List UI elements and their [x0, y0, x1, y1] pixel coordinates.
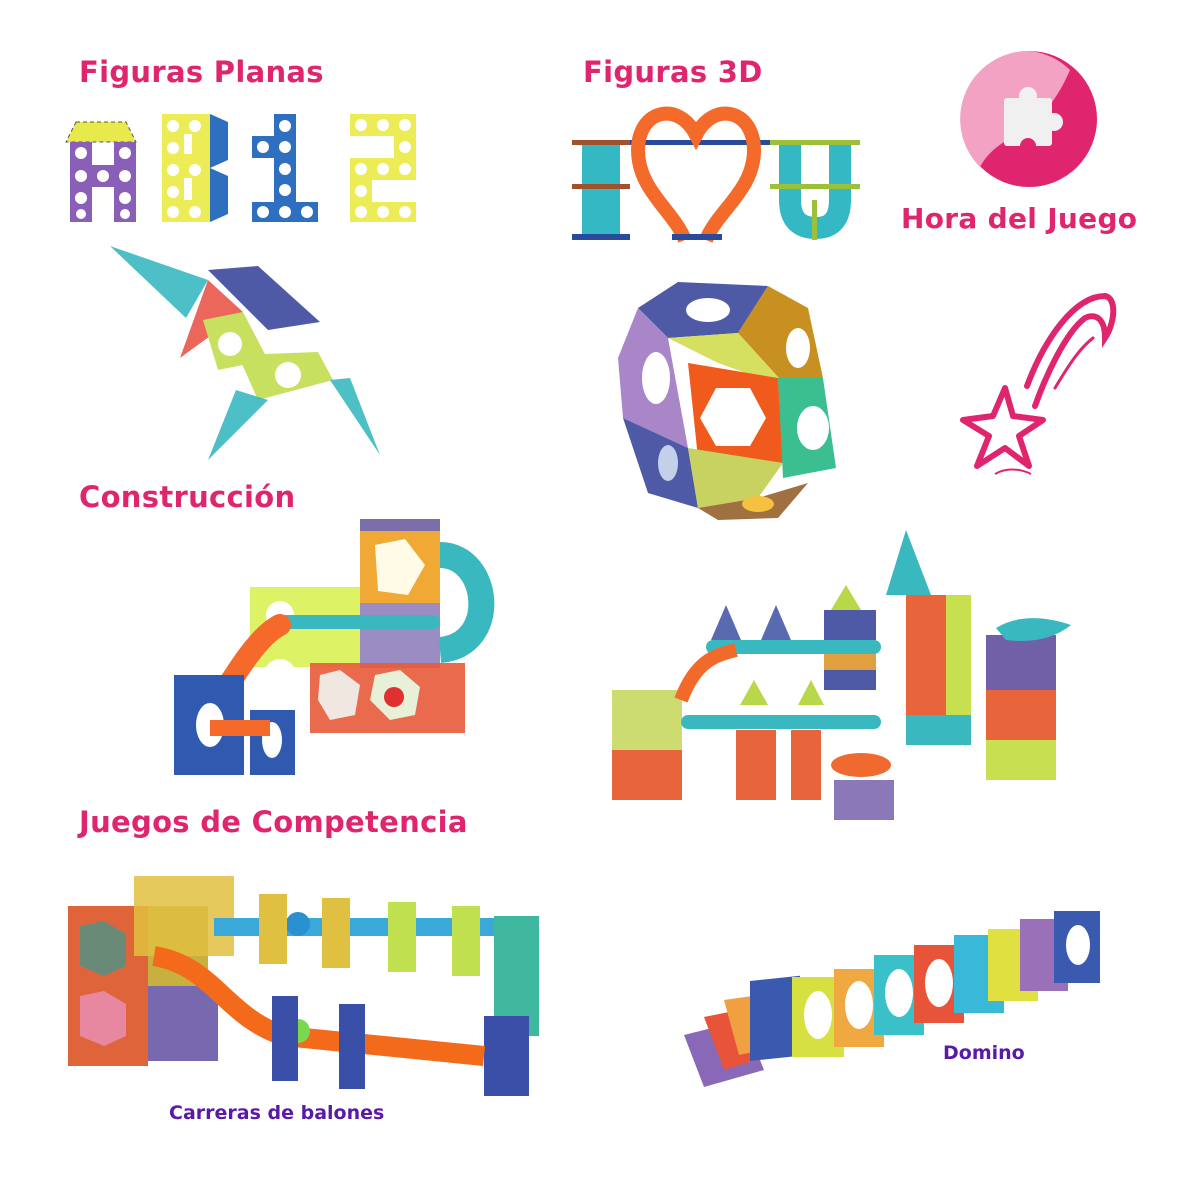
unicorn-figure-image: [108, 240, 388, 465]
number-two-icon: [350, 114, 416, 222]
figures-3d-heading: Figuras 3D: [583, 55, 763, 89]
competition-heading: Juegos de Competencia: [79, 805, 468, 839]
ab12-letters-image: [65, 110, 428, 225]
shooting-star-icon: [955, 288, 1120, 478]
marble-run-tower-image: [170, 515, 500, 780]
ball-race-track-image: [64, 866, 549, 1096]
domino-caption: Domino: [943, 1042, 1025, 1064]
letter-a-icon: [65, 121, 137, 222]
number-one-icon: [252, 114, 318, 222]
domino-tiles-image: [664, 905, 1109, 1090]
hora-del-juego-title: Hora del Juego: [901, 202, 1138, 235]
construction-heading: Construcción: [79, 480, 296, 514]
i-love-u-image: [568, 100, 863, 245]
ball-race-caption: Carreras de balones: [169, 1102, 385, 1124]
hora-del-juego-badge-icon: [960, 50, 1098, 188]
sphere-figure-image: [608, 268, 838, 523]
flat-figures-heading: Figuras Planas: [79, 55, 324, 89]
letter-b-icon: [162, 114, 228, 222]
marble-run-castle-image: [606, 520, 1081, 825]
puzzle-piece-icon: [1004, 87, 1063, 154]
